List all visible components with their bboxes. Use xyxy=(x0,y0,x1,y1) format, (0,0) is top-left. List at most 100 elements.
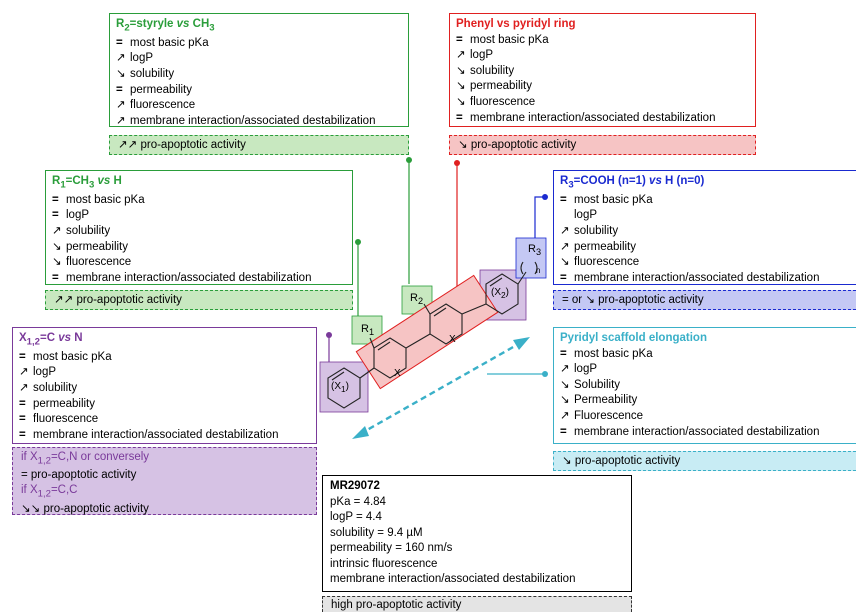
property-line: ↘permeability xyxy=(456,79,749,95)
property-symbol: = xyxy=(456,33,463,46)
property-line: ↘Permeability xyxy=(560,393,850,409)
r2-label: R2 xyxy=(410,292,424,307)
connector-r3 xyxy=(534,196,545,238)
r3-label: R3 xyxy=(528,243,542,258)
property-line: =most basic pKa xyxy=(116,36,402,52)
property-line: logP xyxy=(560,208,850,224)
x12-activity-result2: ↘↘ pro-apoptotic activity xyxy=(21,502,149,515)
phenyl-activity-badge: ↘ pro-apoptotic activity xyxy=(449,135,756,155)
mr-activity-badge: high pro-apoptotic activity xyxy=(322,596,632,612)
property-text: logP xyxy=(574,209,598,222)
property-line: ↗ membrane interaction/associated destabi… xyxy=(116,114,402,130)
property-text: fluorescence xyxy=(33,413,99,426)
property-line: = fluorescence xyxy=(19,412,310,428)
property-symbol: = xyxy=(560,271,567,284)
mr-property-line: permeability = 160 nm/s xyxy=(330,542,453,554)
property-line: =permeability xyxy=(116,83,402,99)
property-symbol: ↘ xyxy=(116,68,126,81)
property-text: membrane interaction/associated destabil… xyxy=(130,114,376,127)
property-symbol: ↗ xyxy=(19,382,29,395)
r1-property-list: =most basic pKa=logP↗solubility↘permeabi… xyxy=(52,193,346,287)
r1-title: R1=CH3 vs H xyxy=(52,175,122,191)
r3-highlight xyxy=(515,237,547,279)
mr-title: MR29072 xyxy=(330,480,380,492)
property-text: fluorescence xyxy=(130,99,196,112)
property-symbol: ↗ xyxy=(560,240,570,253)
r1-methyl-box: R1=CH3 vs H =most basic pKa=logP↗solubil… xyxy=(45,170,353,285)
phenyl-vs-pyridyl-box: Phenyl vs pyridyl ring =most basic pKa↗l… xyxy=(449,13,756,127)
x12-activity-badge: if X1,2=C,N or conversely = pro-apoptoti… xyxy=(12,447,317,515)
property-line: ↘ permeability xyxy=(52,240,346,256)
property-text: solubility xyxy=(470,64,515,77)
property-symbol: = xyxy=(456,111,463,124)
property-line: = membrane interaction/associated destabi… xyxy=(52,271,346,287)
r3-activity-badge: = or ↘ pro-apoptotic activity xyxy=(553,290,856,310)
property-text: membrane interaction/associated destabil… xyxy=(66,271,312,284)
property-text: membrane interaction/associated destabil… xyxy=(33,428,279,441)
connector-phenyl-dot xyxy=(454,160,460,166)
property-text: solubility xyxy=(130,68,175,81)
property-symbol: ↘ xyxy=(560,256,570,269)
property-symbol: ↗ xyxy=(456,49,466,62)
property-text: most basic pKa xyxy=(574,347,653,360)
property-text: solubility xyxy=(66,225,111,238)
property-line: = membrane interaction/associated destabi… xyxy=(560,271,850,287)
property-symbol: ↗ xyxy=(560,225,570,238)
connector-x12-dot xyxy=(326,332,332,338)
property-text: permeability xyxy=(66,240,128,253)
property-symbol: ↘ xyxy=(52,240,62,253)
r3-title: R3=COOH (n=1) vs H (n=0) xyxy=(560,175,705,191)
property-line: = most basic pKa xyxy=(19,350,310,366)
property-symbol: ↗ xyxy=(116,99,126,112)
connector-r2-dot xyxy=(406,157,412,163)
property-symbol: = xyxy=(560,347,567,360)
property-text: membrane interaction/associated destabil… xyxy=(574,271,820,284)
x12-activity-cond2: if X1,2=C,C xyxy=(21,484,78,500)
property-symbol: = xyxy=(52,271,59,284)
property-line: ↗Fluorescence xyxy=(560,409,850,425)
property-symbol: = xyxy=(19,413,26,426)
property-text: membrane interaction/associated destabil… xyxy=(574,425,820,438)
property-line: ↘ solubility xyxy=(116,67,402,83)
connector-r1-dot xyxy=(355,239,361,245)
property-symbol: = xyxy=(560,193,567,206)
pyridyl-title: Pyridyl scaffold elongation xyxy=(560,332,707,344)
property-symbol: ↗ xyxy=(116,114,126,127)
property-text: most basic pKa xyxy=(470,33,549,46)
property-line: ↘Solubility xyxy=(560,378,850,394)
r2-styryl-box: R2=styryle vs CH3 =most basic pKa↗logP↘s… xyxy=(109,13,409,127)
mr-property-line: solubility = 9.4 µM xyxy=(330,526,423,539)
property-symbol: ↘ xyxy=(456,80,466,93)
property-text: logP xyxy=(66,209,90,222)
property-text: logP xyxy=(33,366,57,379)
property-line: =membrane interaction/associated destabi… xyxy=(560,425,850,441)
elongation-arrow-head-start xyxy=(352,426,369,439)
property-text: fluorescence xyxy=(574,256,640,269)
r1-activity-badge: ↗↗ pro-apoptotic activity xyxy=(45,290,353,310)
r2-property-list: =most basic pKa↗logP↘solubility=permeabi… xyxy=(116,36,402,130)
property-text: most basic pKa xyxy=(33,350,112,363)
x12-title: X1,2=C vs N xyxy=(19,332,83,348)
property-symbol: ↗ xyxy=(19,366,29,379)
property-line: ↗solubility xyxy=(19,381,310,397)
x-label-ring2: X xyxy=(449,334,456,345)
property-line: ↗permeability xyxy=(560,240,850,256)
phenyl-property-list: =most basic pKa↗logP↘solubility↘permeabi… xyxy=(456,33,749,127)
property-text: logP xyxy=(574,363,598,376)
connector-elongation-dot xyxy=(542,371,548,377)
x12-property-list: =most basic pKa↗logP↗solubility=permeabi… xyxy=(19,350,310,444)
property-line: =most basic pKa xyxy=(52,193,346,209)
x12-activity-result1: = pro-apoptotic activity xyxy=(21,469,137,482)
property-symbol: = xyxy=(19,350,26,363)
elongation-arrow xyxy=(359,340,523,436)
property-line: ↘ fluorescence xyxy=(560,255,850,271)
property-line: ↗ logP xyxy=(19,365,310,381)
property-line: =most basic pKa xyxy=(560,193,850,209)
phenyl-title: Phenyl vs pyridyl ring xyxy=(456,18,576,30)
molecule-skeleton xyxy=(327,261,538,409)
property-symbol: ↗ xyxy=(560,363,570,376)
property-symbol: ↗ xyxy=(116,52,126,65)
property-symbol: = xyxy=(52,193,59,206)
